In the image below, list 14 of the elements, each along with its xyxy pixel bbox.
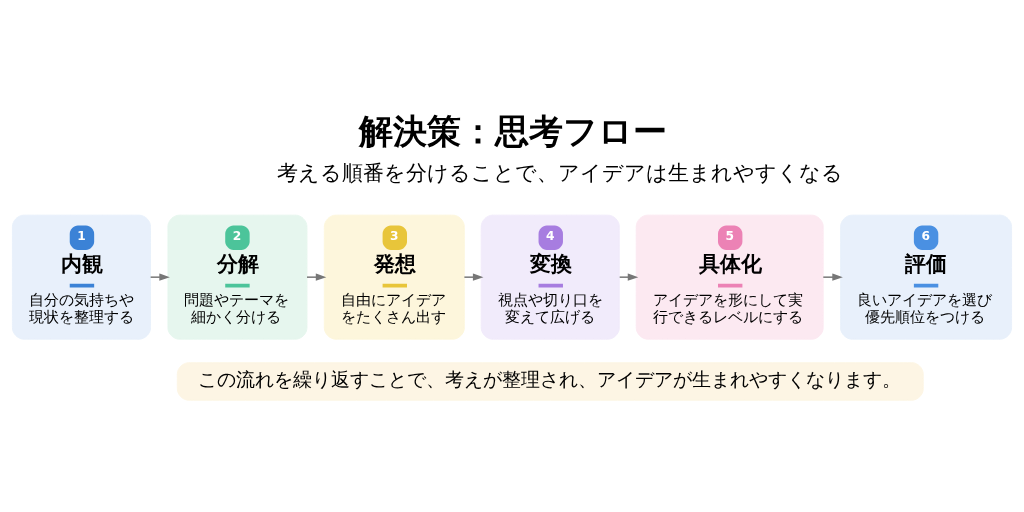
node-box: 1 内観 自分の気持ちや現状を整理する <box>11 214 151 340</box>
label: 考える順番を分けることで、アイデアは生まれやすくなる <box>277 160 844 185</box>
node-box: 4 変換 視点や切り口を変えて広げる <box>480 214 620 340</box>
node-box: 3 発想 自由にアイデアをたくさん出す <box>323 214 465 340</box>
arrow <box>149 273 170 281</box>
arrow <box>618 273 639 281</box>
label: この流れを繰り返すことで、考えが整理され、アイデアが生まれやすくなります。 <box>197 368 901 390</box>
arrow <box>822 273 843 281</box>
arrow <box>463 273 484 281</box>
node-box: 2 分解 問題やテーマを細かく分ける <box>167 214 308 340</box>
arrow <box>306 273 327 281</box>
node-box: 5 具体化 アイデアを形にして実行できるレベルにする <box>635 214 824 340</box>
diagram-title: 解決策：思考フロー <box>358 111 667 151</box>
node-box: 6 評価 良いアイデアを選び優先順位をつける <box>840 214 1013 340</box>
